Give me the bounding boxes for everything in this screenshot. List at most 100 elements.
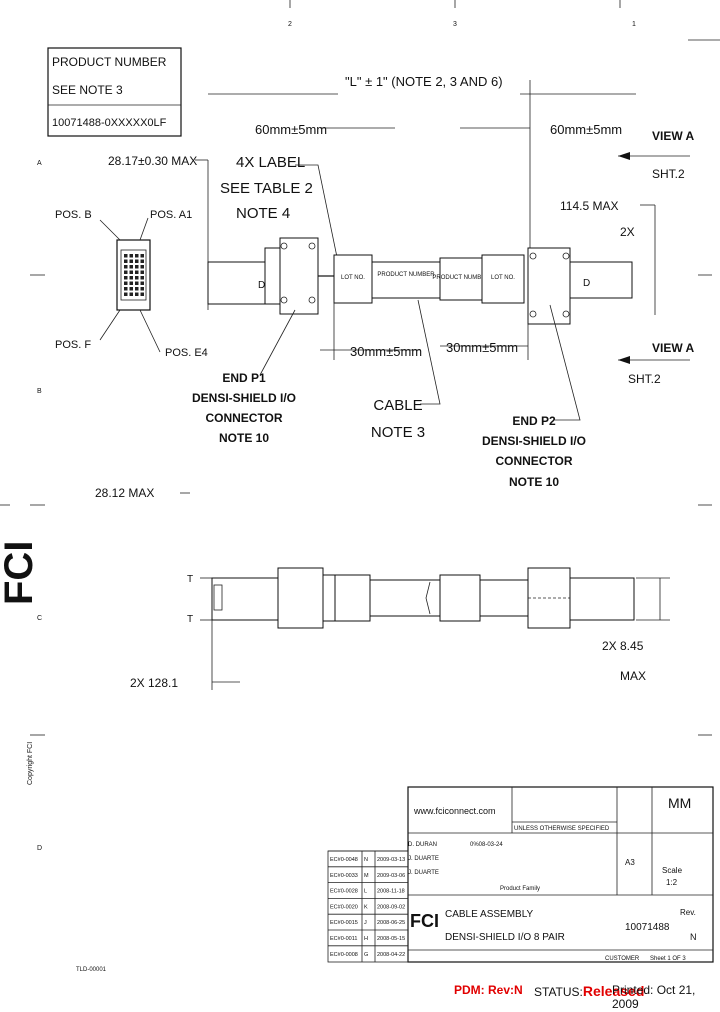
zone-mark-left: D (37, 845, 42, 852)
pin (124, 254, 128, 258)
revision-cell: 2008-04-22 (377, 952, 405, 958)
cable-print: PRODUCT NUMBER (432, 275, 490, 281)
pin (129, 259, 133, 263)
pos-f-label: POS. F (55, 339, 91, 351)
cable-assembly-side: T T (187, 567, 670, 629)
revision-cell: EC#0-0033 (330, 873, 358, 879)
cable-label: CABLE (373, 397, 422, 414)
rev-label: Rev. (680, 908, 696, 917)
label-callout: 4X LABEL (236, 154, 305, 171)
view-a-bottom-sheet: SHT.2 (628, 372, 661, 386)
pin (129, 287, 133, 291)
revision-cell: EC#0-0028 (330, 889, 358, 895)
zone-mark-top: 1 (632, 21, 636, 28)
part-number: 10071488-0XXXXX0LF (52, 117, 167, 129)
revision-cell: G (364, 952, 368, 958)
pin (140, 276, 144, 280)
pin (129, 254, 133, 258)
revision-cell: 2008-06-25 (377, 920, 405, 926)
zone-mark-left: A (37, 160, 42, 167)
pin (140, 254, 144, 258)
revision-cell: J (364, 920, 367, 926)
side-mark-t2: T (187, 614, 193, 625)
issue-date: 0%08-03-24 (470, 842, 503, 848)
end-p2-callout: END P2 DENSI-SHIELD I/O CONNECTOR NOTE 1… (482, 304, 586, 489)
depth-right-dim: 2X 8.45 (602, 639, 644, 653)
revision-cell: EC#0-0011 (330, 936, 357, 942)
pin-grid (124, 254, 144, 296)
customer: CUSTOMER (605, 956, 640, 962)
pin (140, 259, 144, 263)
product-number-note: SEE NOTE 3 (52, 83, 123, 97)
status-value: Released (582, 983, 645, 999)
pin (124, 292, 128, 296)
end-p2-label: NOTE 10 (509, 475, 559, 489)
length-dimension: "L" ± 1" (NOTE 2, 3 AND 6) 60mm±5mm 60mm… (108, 74, 636, 310)
pin (129, 292, 133, 296)
end-p2-label: DENSI-SHIELD I/O (482, 434, 586, 448)
sheet-number: Sheet 1 OF 3 (650, 956, 686, 962)
pin (140, 281, 144, 285)
approved-by: J. DUARTE (408, 870, 439, 876)
pin (135, 270, 139, 274)
pin (124, 276, 128, 280)
label-callout: NOTE 4 (236, 205, 290, 222)
revision-cell: L (364, 889, 367, 895)
left-offset-dim: 60mm±5mm (255, 122, 327, 137)
pos-a1-label: POS. A1 (150, 209, 192, 221)
pin (124, 265, 128, 269)
cable-label-p2: LOT NO. (491, 275, 515, 281)
checked-by: J. DUARTE (408, 856, 439, 862)
printed-label: Printed: Oct 21, 2009 (612, 983, 696, 1011)
product-family: Product Family (500, 886, 540, 892)
zone-mark-left: B (37, 388, 42, 395)
title-line-1: CABLE ASSEMBLY (445, 909, 534, 920)
revision-cell: 2008-05-15 (377, 936, 405, 942)
pdm-label: PDM: Rev:N (454, 983, 523, 997)
pin (135, 292, 139, 296)
rev-value: N (690, 932, 697, 942)
overall-width-dim: 28.12 MAX (95, 486, 154, 500)
depth-left-dim: 2X 128.1 (130, 676, 178, 690)
pin (140, 292, 144, 296)
revision-cell: 2008-09-02 (377, 904, 405, 910)
format: A3 (625, 858, 635, 867)
pin (140, 287, 144, 291)
count-p2: 2X (620, 225, 635, 239)
side-logo: FCI (0, 541, 41, 605)
scale-value: 1:2 (666, 878, 678, 887)
revision-cell: EC#0-0020 (330, 904, 358, 910)
side-mark-t1: T (187, 574, 193, 585)
plug-mark: D (583, 278, 590, 289)
revision-cell: EC#0-0015 (330, 920, 358, 926)
end-p2-label: END P2 (512, 414, 556, 428)
scale-label: Scale (662, 866, 683, 875)
right-offset-dim: 60mm±5mm (550, 122, 622, 137)
plug-mark: D (258, 280, 265, 291)
revision-cell: EC#0-0008 (330, 952, 358, 958)
pin (124, 287, 128, 291)
pin (135, 281, 139, 285)
pin (135, 254, 139, 258)
pin (135, 276, 139, 280)
cable-label-p1: LOT NO. (341, 275, 365, 281)
units: MM (668, 795, 691, 811)
length-note: "L" ± 1" (NOTE 2, 3 AND 6) (345, 74, 503, 89)
document-number: 10071488 (625, 922, 670, 933)
depth-right-max: MAX (620, 669, 646, 683)
height-p2-dim: 114.5 MAX (560, 199, 618, 213)
pin (140, 270, 144, 274)
end-p1-label: END P1 (222, 371, 266, 385)
title-block: www.fciconnect.com UNLESS OTHERWISE SPEC… (407, 786, 714, 963)
pin (124, 281, 128, 285)
pin (129, 281, 133, 285)
footer-code: TLD-00001 (76, 967, 107, 973)
pin (135, 287, 139, 291)
revision-cell: N (364, 857, 368, 863)
revision-cell: K (364, 904, 368, 910)
end-p1-label: CONNECTOR (205, 411, 282, 425)
company-url: www.fciconnect.com (413, 806, 496, 816)
pdm-revision: PDM: Rev:N (454, 983, 523, 997)
cable-callout: CABLE NOTE 3 (371, 299, 441, 441)
